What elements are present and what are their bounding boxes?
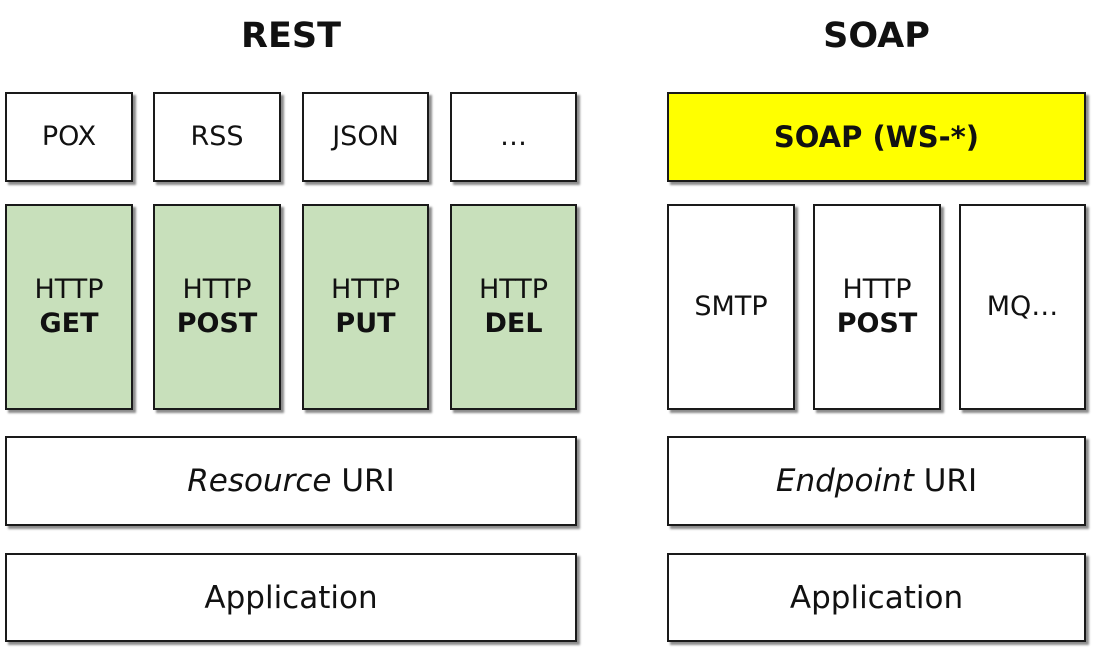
uri-emphasis: Endpoint (775, 463, 914, 499)
rest-application-box: Application (5, 553, 577, 642)
rest-title: REST (241, 16, 341, 56)
rest-format-box: … (450, 92, 577, 182)
soap-transport-box: MQ… (959, 204, 1086, 410)
method-verb: DEL (484, 308, 543, 339)
soap-transport-box: HTTP POST (813, 204, 941, 410)
envelope-label: SOAP (WS-*) (773, 120, 980, 154)
method-protocol: HTTP (478, 274, 549, 305)
rest-method-box: HTTP GET (5, 204, 133, 410)
uri-suffix: URI (331, 463, 395, 499)
format-label: JSON (332, 121, 399, 152)
transport-verb: POST (836, 308, 918, 339)
transport-protocol: SMTP (694, 291, 768, 322)
application-label: Application (204, 579, 378, 616)
method-verb: POST (176, 308, 258, 339)
method-protocol: HTTP (330, 274, 401, 305)
format-label: RSS (190, 121, 244, 152)
soap-application-box: Application (667, 553, 1086, 642)
format-label: POX (41, 121, 97, 152)
soap-transport-box: SMTP (667, 204, 795, 410)
application-label: Application (789, 579, 964, 616)
rest-format-box: RSS (153, 92, 281, 182)
uri-suffix: URI (913, 463, 978, 499)
soap-title: SOAP (823, 16, 930, 56)
rest-format-box: POX (5, 92, 133, 182)
uri-emphasis: Resource (187, 463, 332, 499)
method-protocol: HTTP (182, 274, 252, 305)
method-verb: GET (39, 308, 99, 339)
rest-method-box: HTTP PUT (302, 204, 429, 410)
transport-protocol: MQ… (986, 291, 1059, 322)
transport-protocol: HTTP (842, 274, 912, 305)
rest-format-box: JSON (302, 92, 429, 182)
rest-method-box: HTTP DEL (450, 204, 577, 410)
soap-envelope-box: SOAP (WS-*) (667, 92, 1086, 182)
soap-uri-box: Endpoint URI (667, 436, 1086, 526)
format-label: … (500, 121, 527, 152)
rest-uri-box: Resource URI (5, 436, 577, 526)
method-protocol: HTTP (34, 274, 104, 305)
rest-method-box: HTTP POST (153, 204, 281, 410)
method-verb: PUT (335, 308, 396, 339)
